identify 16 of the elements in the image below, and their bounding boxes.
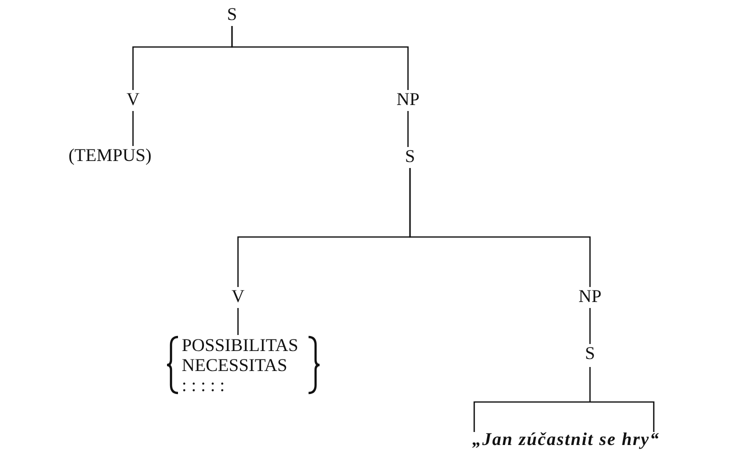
tree-branch-line	[132, 111, 134, 146]
tree-label: V	[232, 287, 244, 306]
tree-branch-line	[407, 111, 409, 147]
tree-label: NP	[578, 287, 602, 306]
tree-label: S	[584, 344, 595, 363]
tree-branch-line	[589, 308, 591, 344]
tree-label: NP	[396, 90, 420, 109]
tree-label: V	[126, 90, 140, 109]
tree-branch-line	[409, 168, 591, 287]
tree-label: S	[226, 5, 237, 24]
tree-branch-line	[474, 367, 654, 433]
quoted-sentence: „Jan zúčastnit se hry“	[472, 430, 660, 449]
tree-label: (TEMPUS)	[68, 146, 152, 165]
tree-branch-line	[231, 26, 409, 90]
tree-branch-line	[237, 308, 239, 335]
tree-label: S	[404, 147, 415, 166]
